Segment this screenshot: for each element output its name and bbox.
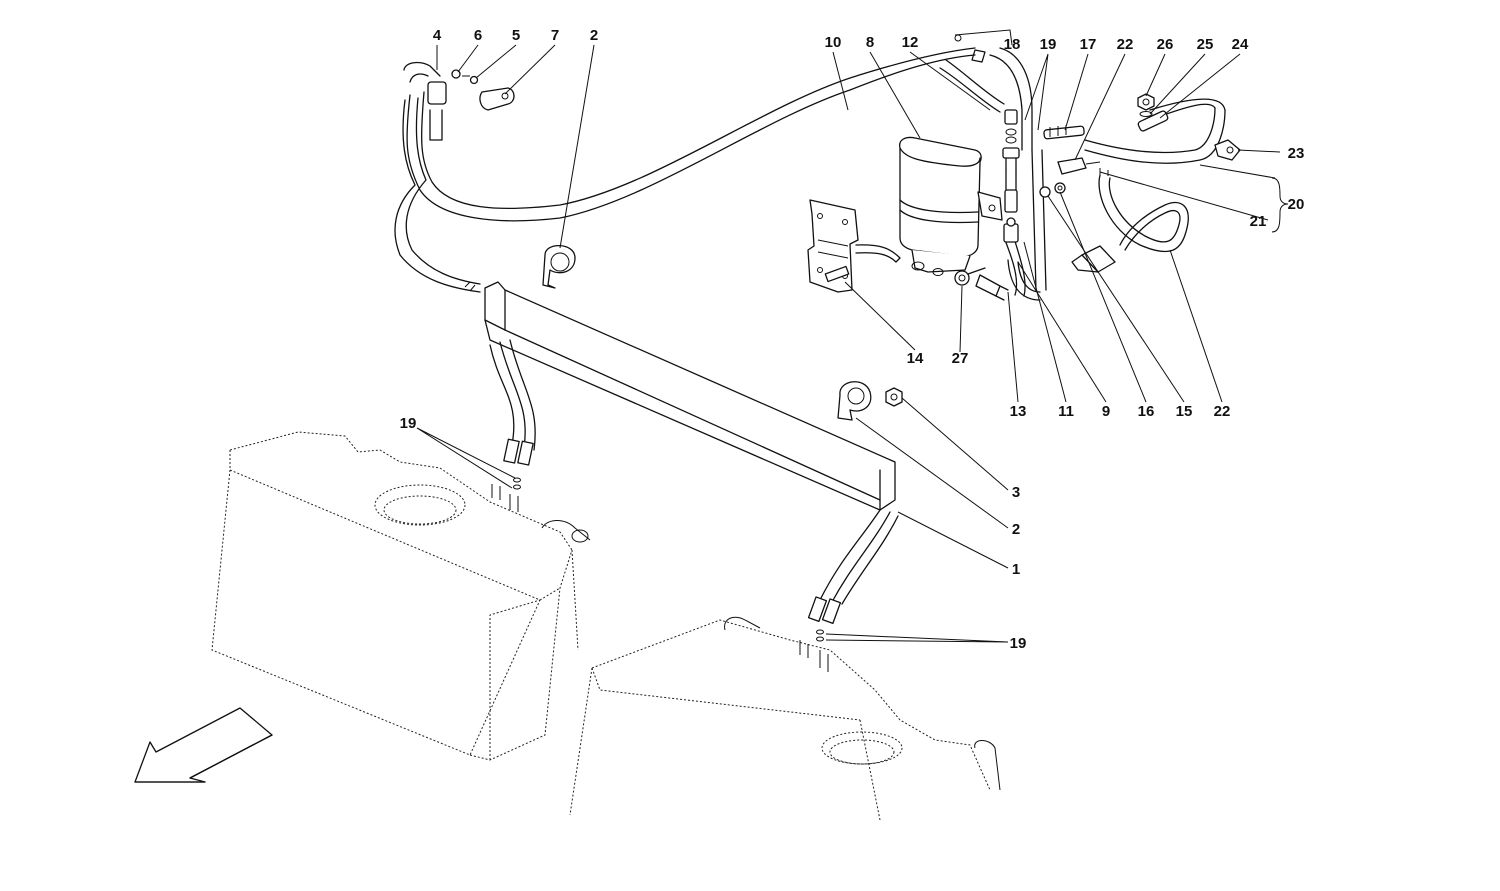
hose-parts-23-26	[1084, 93, 1241, 164]
leader-lines	[416, 44, 1281, 643]
right-parts-15-22	[1039, 125, 1189, 273]
callout-19-top: 19	[1040, 36, 1057, 53]
callout-9: 9	[1102, 403, 1110, 420]
callout-21: 21	[1250, 213, 1267, 230]
callout-2-middle: 2	[1012, 521, 1020, 538]
clamp-part-2-middle	[837, 381, 903, 421]
callout-23: 23	[1288, 145, 1305, 162]
callout-6: 6	[474, 27, 482, 44]
callout-24: 24	[1232, 36, 1249, 53]
callout-18: 18	[1004, 36, 1021, 53]
mounting-bracket-part-14	[807, 199, 901, 293]
left-tank-hoses	[489, 339, 536, 490]
canister-part-8	[899, 136, 1003, 276]
vent-hose-part-10	[406, 47, 976, 222]
clamp-part-2-top	[542, 244, 576, 289]
callout-19-right: 19	[1010, 635, 1027, 652]
hoses-12-18	[939, 29, 1047, 291]
hoses-11-13-9	[975, 109, 1041, 301]
bracket-20	[1271, 177, 1289, 233]
callout-8: 8	[866, 34, 874, 51]
valve-assembly-4-7	[403, 61, 515, 141]
cross-beam-part-1	[484, 281, 896, 511]
callout-14: 14	[907, 350, 924, 367]
callout-12: 12	[902, 34, 919, 51]
callout-1: 1	[1012, 561, 1020, 578]
callout-2-top: 2	[590, 27, 598, 44]
callout-15: 15	[1176, 403, 1193, 420]
callout-11: 11	[1058, 403, 1074, 420]
callout-10: 10	[825, 34, 842, 51]
callout-22-bottom: 22	[1214, 403, 1231, 420]
callout-5: 5	[512, 27, 520, 44]
right-tank-hoses	[807, 509, 899, 642]
connector-part-27	[954, 267, 986, 286]
callout-labels: 4 6 5 7 2 10 8 12 18 19 17 22 26 25 24 2…	[400, 27, 1305, 652]
callout-25: 25	[1197, 36, 1214, 53]
right-fuel-tank	[569, 616, 1001, 821]
callout-22-top: 22	[1117, 36, 1134, 53]
arrow-front-icon	[134, 707, 273, 783]
callout-17: 17	[1080, 36, 1097, 53]
callout-3: 3	[1012, 484, 1020, 501]
callout-20: 20	[1288, 196, 1305, 213]
callout-19-left: 19	[400, 415, 417, 432]
left-hose	[394, 97, 481, 293]
callout-13: 13	[1010, 403, 1027, 420]
left-fuel-tank	[211, 431, 591, 761]
callout-27: 27	[952, 350, 969, 367]
callout-26: 26	[1157, 36, 1174, 53]
callout-16: 16	[1138, 403, 1155, 420]
callout-7: 7	[551, 27, 559, 44]
callout-4: 4	[433, 27, 442, 44]
